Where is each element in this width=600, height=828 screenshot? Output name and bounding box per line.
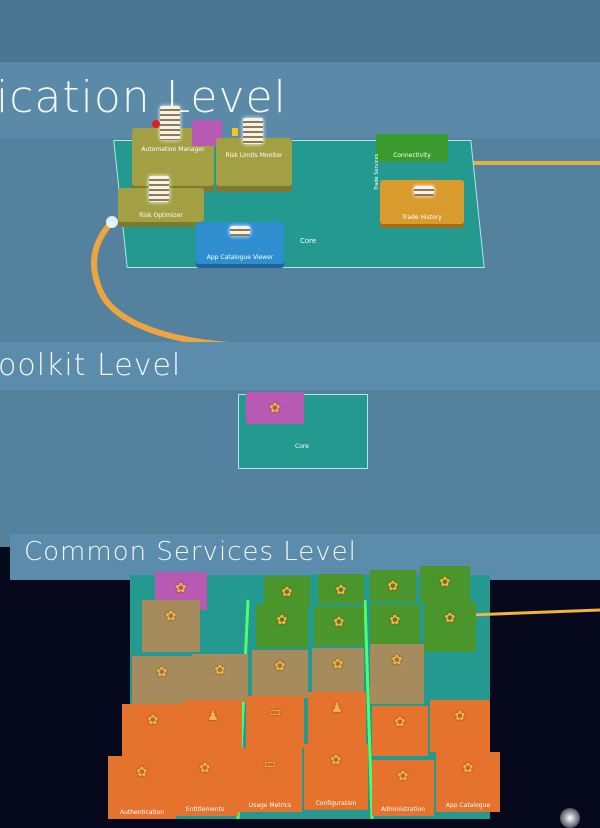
gear-icon: ✿ <box>269 401 281 416</box>
badge-icon <box>232 128 238 136</box>
server-icon <box>230 226 250 236</box>
entitlements-label: Entitlements <box>185 806 225 813</box>
configuration-block[interactable]: ✿ Configuration <box>304 744 368 810</box>
common-tan-block[interactable]: ✿ <box>132 656 192 704</box>
automation-manager-label: Automation Manager <box>141 146 205 153</box>
administration-block[interactable]: ✿ Administration <box>372 760 434 816</box>
screen-icon: ▭ <box>268 705 282 720</box>
gear-icon: ✿ <box>175 581 187 596</box>
person-icon: ♟ <box>331 701 343 716</box>
common-green-block[interactable]: ✿ <box>318 574 364 604</box>
gear-icon: ✿ <box>165 609 177 624</box>
authentication-block[interactable]: ✿ Authentication <box>108 756 176 819</box>
common-orange-block[interactable]: ▭ <box>246 696 304 748</box>
gear-icon: ✿ <box>333 615 345 630</box>
common-tan-block[interactable]: ✿ <box>312 648 364 692</box>
risk-limits-monitor-block[interactable]: Risk Limits Monitor <box>216 138 292 186</box>
gear-icon: ✿ <box>335 583 347 598</box>
connectivity-block[interactable]: Connectivity <box>376 134 448 162</box>
server-stack-icon <box>160 106 180 140</box>
gear-icon: ✿ <box>454 709 466 724</box>
common-green-block[interactable]: ✿ <box>424 602 476 652</box>
connectivity-label: Connectivity <box>393 152 431 159</box>
gear-icon: ✿ <box>332 657 344 672</box>
server-stack-icon <box>149 176 169 202</box>
gear-icon: ✿ <box>389 613 401 628</box>
app-catalogue-viewer-label: App Catalogue Viewer <box>206 254 274 261</box>
gear-icon: ✿ <box>147 713 159 728</box>
gear-icon: ✿ <box>281 585 293 600</box>
common-green-block[interactable]: ✿ <box>264 576 310 606</box>
common-level-title: Common Services Level <box>24 537 357 567</box>
application-level-band <box>0 62 600 138</box>
common-tan-block[interactable]: ✿ <box>252 650 308 698</box>
gear-icon: ✿ <box>330 753 342 768</box>
common-green-block[interactable]: ✿ <box>256 604 308 648</box>
screen-icon: ▭ <box>263 757 277 772</box>
risk-optimizer-label: Risk Optimizer <box>139 212 183 219</box>
alert-dot-icon <box>152 120 160 128</box>
upper-strip <box>0 0 600 62</box>
trade-history-label: Trade History <box>402 214 442 221</box>
gear-icon: ✿ <box>397 769 409 784</box>
common-green-block[interactable]: ✿ <box>420 566 470 602</box>
usage-metrics-label: Usage Metrics <box>248 802 292 809</box>
gear-icon: ✿ <box>391 653 403 668</box>
gear-icon: ✿ <box>156 665 168 680</box>
common-tan-block[interactable]: ✿ <box>370 644 424 704</box>
gear-icon: ✿ <box>199 761 211 776</box>
gear-icon: ✿ <box>462 761 474 776</box>
common-tan-block[interactable]: ✿ <box>192 654 248 702</box>
toolkit-level-band <box>0 342 600 390</box>
gear-icon: ✿ <box>274 659 286 674</box>
common-orange-block[interactable]: ✿ <box>430 700 490 752</box>
authentication-label: Authentication <box>119 809 165 816</box>
app-catalogue-label: App Catalogue <box>445 802 491 809</box>
gear-icon: ✿ <box>214 663 226 678</box>
person-icon: ♟ <box>207 709 219 724</box>
toolkit-core-label: Core <box>295 443 309 450</box>
usage-metrics-block[interactable]: ▭ Usage Metrics <box>238 748 302 812</box>
common-green-block[interactable]: ✿ <box>370 604 420 644</box>
common-tan-block[interactable]: ✿ <box>142 600 200 652</box>
administration-label: Administration <box>381 806 425 813</box>
server-stack-icon <box>243 118 263 144</box>
gear-icon: ✿ <box>444 611 456 626</box>
common-level-platform <box>10 534 600 580</box>
common-green-block[interactable]: ✿ <box>314 606 364 646</box>
common-orange-block[interactable]: ✿ <box>372 706 428 756</box>
gear-icon: ✿ <box>387 579 399 594</box>
gear-icon: ✿ <box>136 765 148 780</box>
app-catalogue-block[interactable]: ✿ App Catalogue <box>436 752 500 812</box>
server-icon <box>414 186 434 196</box>
common-orange-block[interactable]: ♟ <box>308 692 366 744</box>
common-orange-block[interactable]: ♟ <box>184 700 242 752</box>
configuration-label: Configuration <box>315 800 357 807</box>
application-level-title: ication Level <box>0 72 287 123</box>
gear-icon: ✿ <box>439 575 451 590</box>
light-flare <box>560 808 580 828</box>
application-core-label: Core <box>300 237 317 245</box>
risk-limits-monitor-label: Risk Limits Monitor <box>225 152 283 159</box>
common-green-block[interactable]: ✿ <box>370 570 416 602</box>
entitlements-block[interactable]: ✿ Entitlements <box>172 752 238 816</box>
gear-icon: ✿ <box>276 613 288 628</box>
gear-icon: ✿ <box>394 715 406 730</box>
toolkit-magenta-block[interactable]: ✿ <box>246 392 304 424</box>
toolkit-level-title: oolkit Level <box>0 348 182 383</box>
common-orange-block[interactable]: ✿ <box>122 704 184 756</box>
